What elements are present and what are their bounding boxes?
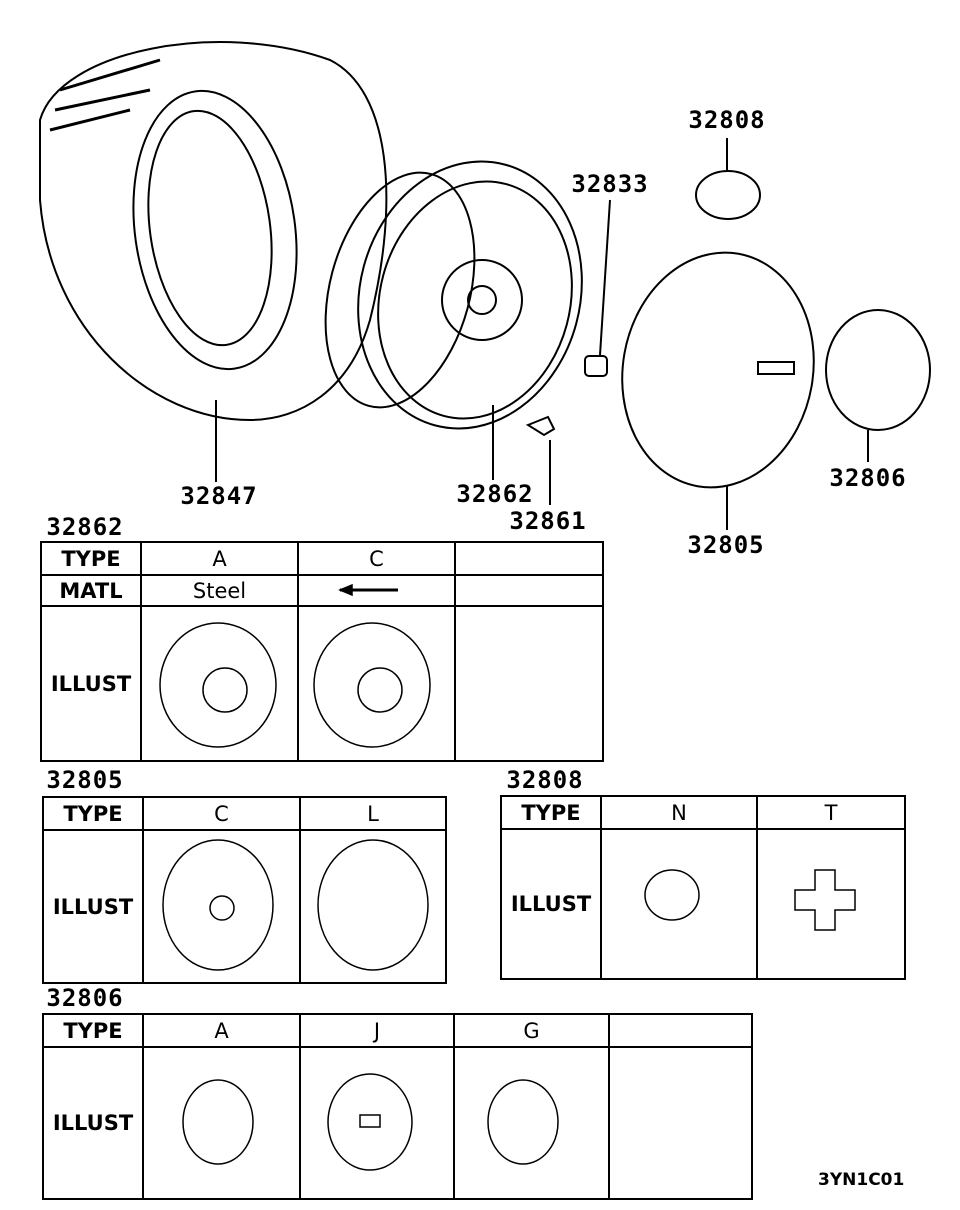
cell [454,541,604,576]
cell [299,1046,455,1200]
weight-illustration [525,415,556,437]
cell [756,828,906,980]
cell [608,1046,753,1200]
cell: ILLUST [500,828,602,980]
cell: C [297,541,456,576]
cell [600,828,758,980]
callout-32861: 32861 [509,507,587,535]
cell [608,1013,753,1048]
cell [454,574,604,607]
cell: MATL [40,574,142,607]
cell: J [299,1013,455,1048]
cell-arrow [297,574,456,607]
table-title-32805: 32805 [46,766,124,794]
table-title-32806: 32806 [46,984,124,1012]
center-cap-illustration [695,170,761,220]
cell [142,829,301,984]
cell: G [453,1013,610,1048]
cell [140,605,299,762]
cell: ILLUST [42,829,144,984]
cell: T [756,795,906,830]
cell: A [142,1013,301,1048]
cell: A [140,541,299,576]
table-title-32808: 32808 [506,766,584,794]
cell [453,1046,610,1200]
leader-lines [215,138,869,530]
cell: ILLUST [40,605,142,762]
cell [299,829,447,984]
table-title-32862: 32862 [46,513,124,541]
callout-32847: 32847 [180,482,258,510]
cell: TYPE [500,795,602,830]
cell: TYPE [42,796,144,831]
diagram-code: 3YN1C01 [818,1170,905,1190]
cell: N [600,795,758,830]
callout-32833: 32833 [571,170,649,198]
cell: L [299,796,447,831]
cell [142,1046,301,1200]
tire-illustration [39,41,388,422]
callout-32808: 32808 [688,106,766,134]
wheel-cover-illustration [621,251,815,489]
callout-32862: 32862 [456,480,534,508]
cell [454,605,604,762]
ornament-illustration [825,309,931,431]
cell: TYPE [42,1013,144,1048]
callout-32805: 32805 [687,531,765,559]
callout-32806: 32806 [829,464,907,492]
valve-illustration [584,355,608,377]
wheel-illustration [324,160,583,430]
cell: ILLUST [42,1046,144,1200]
cell [297,605,456,762]
cell: TYPE [40,541,142,576]
cell: C [142,796,301,831]
cell: Steel [140,574,299,607]
